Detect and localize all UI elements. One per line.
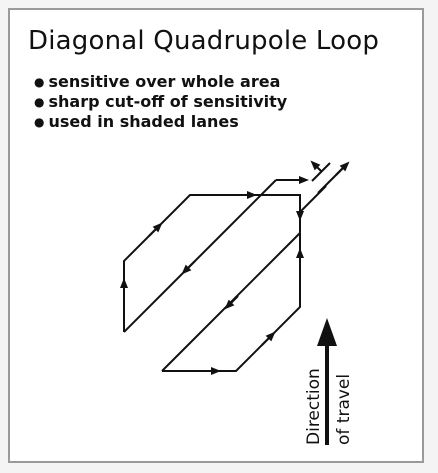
arrow-feeder-in — [310, 160, 323, 173]
diagram-frame — [8, 8, 424, 463]
feature-item-1: ●sensitive over whole area — [34, 72, 287, 92]
outer-loop-left-segment — [123, 194, 301, 332]
diagonal-runs — [123, 179, 301, 372]
direction-of-travel: Direction of travel — [304, 318, 354, 445]
bullet-icon: ● — [34, 115, 45, 129]
direction-arrow-head — [317, 318, 337, 346]
bullet-icon: ● — [34, 75, 45, 89]
feature-list: ●sensitive over whole area ●sharp cut-of… — [34, 72, 287, 132]
feature-text-3: used in shaded lanes — [48, 112, 239, 131]
arrow-bottom-right-diagonal — [261, 331, 276, 346]
feature-text-1: sensitive over whole area — [48, 72, 281, 91]
direction-label-line2: of travel — [334, 374, 354, 445]
direction-label-line1: Direction — [304, 368, 324, 445]
current-arrows — [120, 160, 350, 375]
diagram-title: Diagonal Quadrupole Loop — [28, 26, 380, 56]
arrow-upper-left-diagonal — [148, 222, 163, 237]
outer-loop-right-segment — [162, 185, 327, 372]
arrow-diagonal-down-1 — [181, 260, 196, 275]
feature-item-3: ●used in shaded lanes — [34, 112, 287, 132]
feature-text-2: sharp cut-off of sensitivity — [48, 92, 288, 111]
outer-loop-wire — [123, 185, 327, 372]
arrow-feeder-out — [335, 161, 350, 176]
feature-item-2: ●sharp cut-off of sensitivity — [34, 92, 287, 112]
diagonal-run-1 — [123, 179, 277, 333]
arrow-diagonal-down-2 — [224, 295, 239, 310]
bullet-icon: ● — [34, 95, 45, 109]
